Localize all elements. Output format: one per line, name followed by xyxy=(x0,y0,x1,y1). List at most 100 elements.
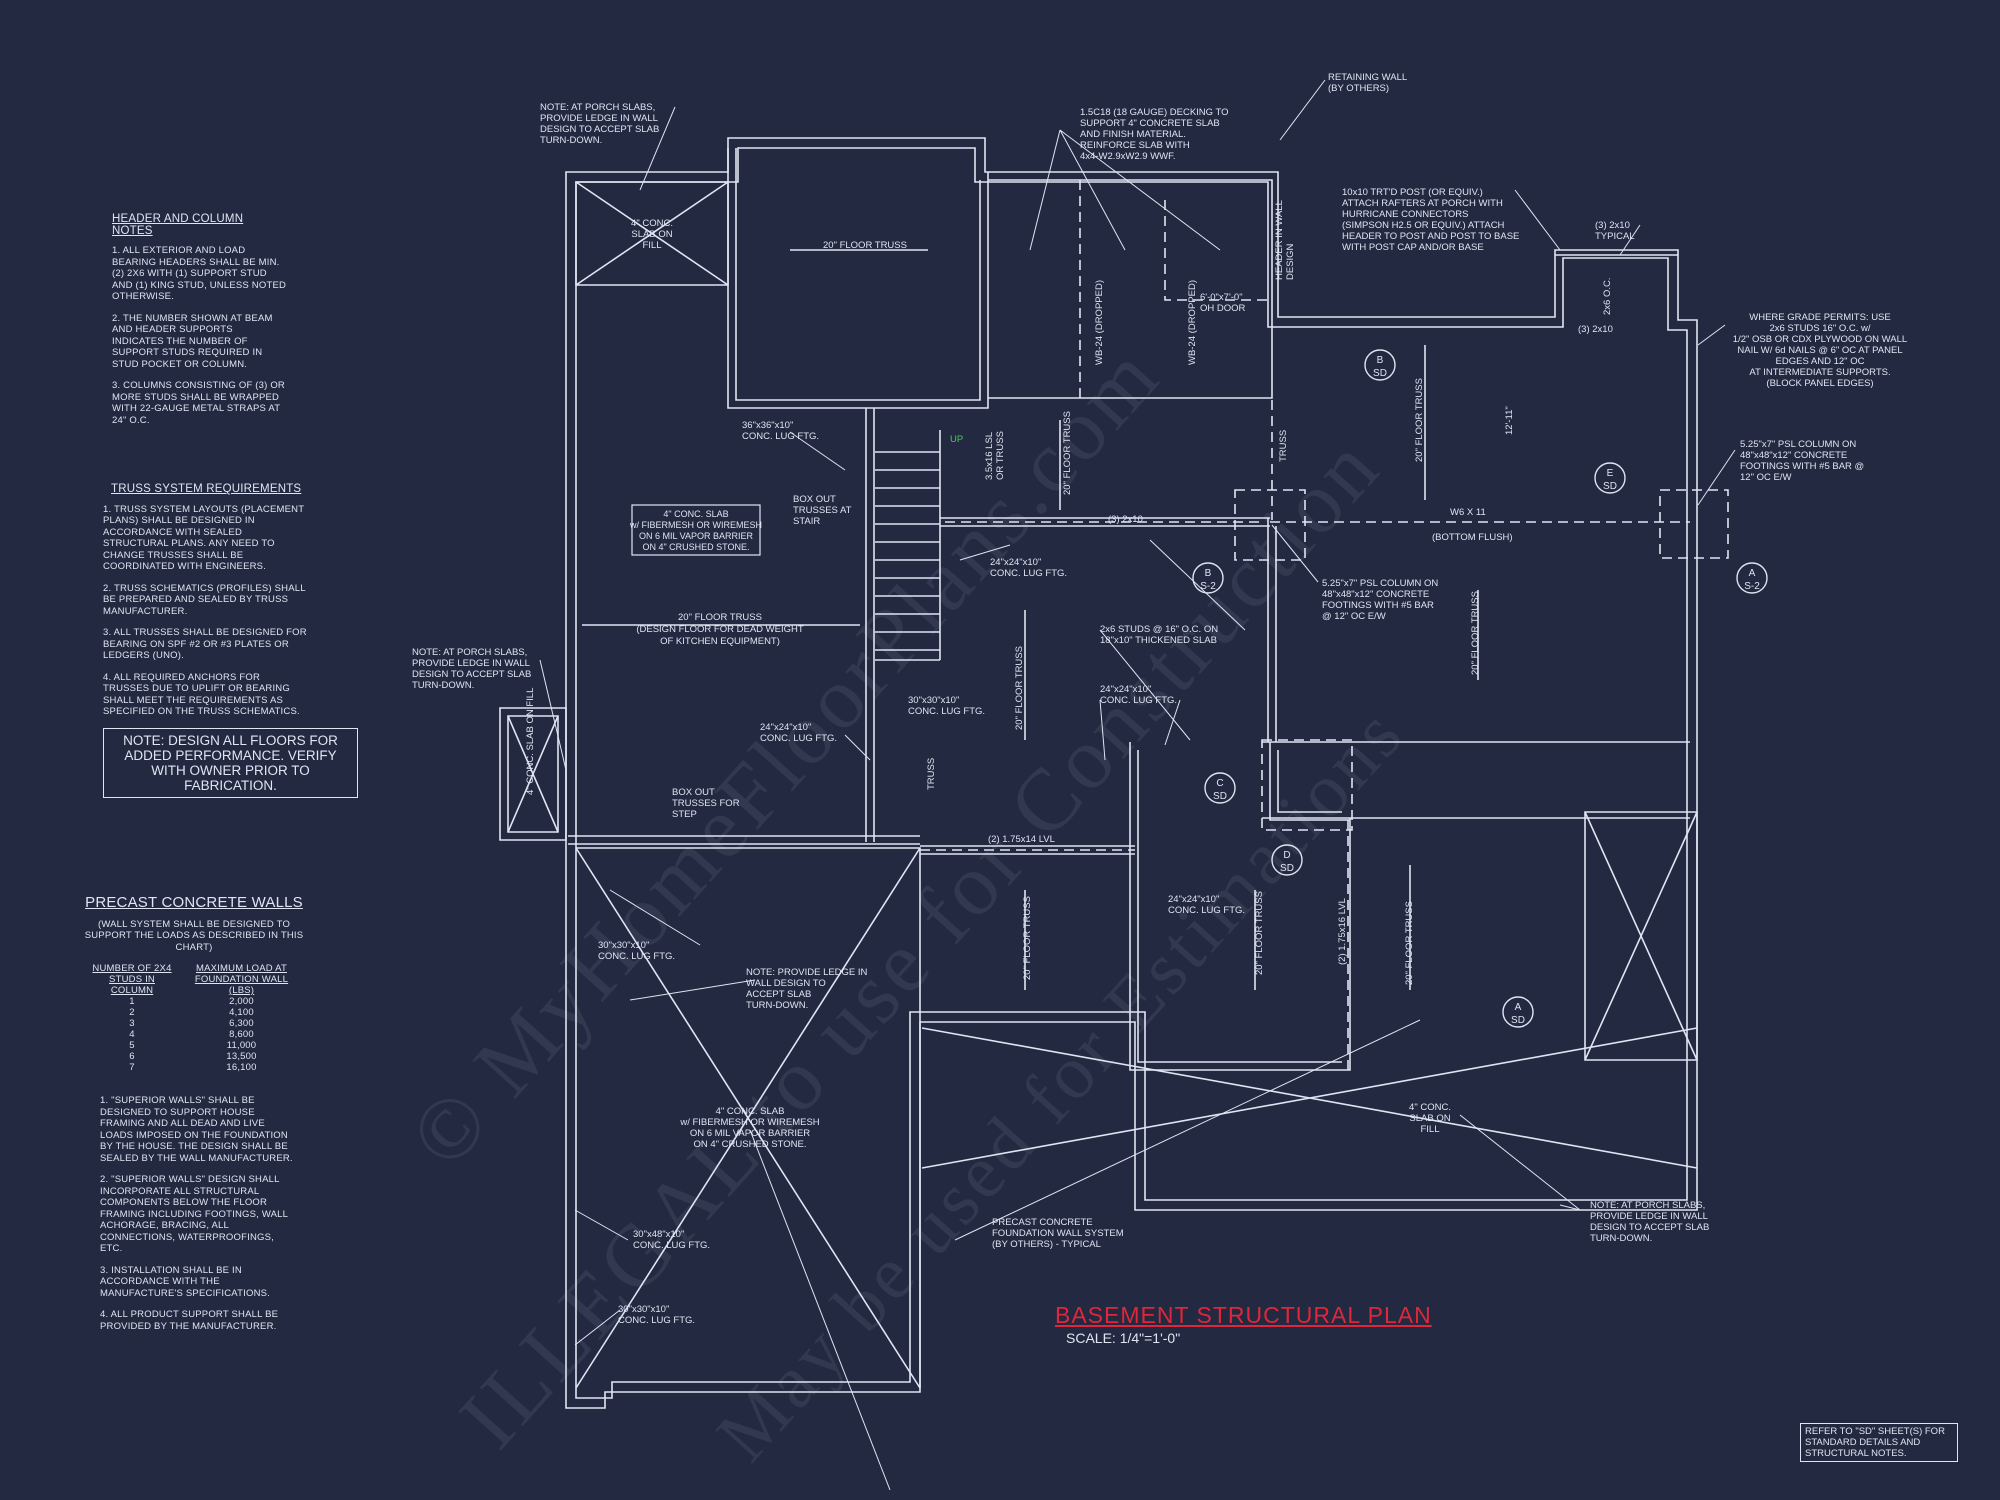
foundation-wall-outer xyxy=(565,137,1698,1409)
stud-count: 3 xyxy=(129,1018,135,1029)
load-col2-header: MAXIMUM LOAD AT FOUNDATION WALL (LBS) xyxy=(194,963,289,996)
load-row: 6 13,500 xyxy=(86,1051,305,1062)
w6-beam-label: W6 X 11 xyxy=(1450,507,1486,518)
wall-baths xyxy=(1262,741,1690,819)
lvl-16-label: (2) 1.75x16 LVL xyxy=(1337,898,1348,965)
header-note-1: 1. ALL EXTERIOR AND LOAD BEARING HEADERS… xyxy=(112,245,287,302)
precast-title: PRECAST CONCRETE WALLS xyxy=(85,894,303,911)
section-a2-sheet: S-2 xyxy=(1744,581,1760,592)
max-load: 16,100 xyxy=(226,1062,257,1073)
truss-note-4: 4. ALL REQUIRED ANCHORS FOR TRUSSES DUE … xyxy=(103,671,300,718)
porch-bottom xyxy=(921,1027,1698,1169)
design-floors-note: NOTE: DESIGN ALL FLOORS FOR ADDED PERFOR… xyxy=(103,728,358,798)
up-arrow-label: UP xyxy=(950,434,963,445)
floor-truss-v2: 20" FLOOR TRUSS xyxy=(1014,646,1025,730)
wall-mid xyxy=(568,835,920,845)
section-marker-c-sd xyxy=(1204,772,1236,804)
truss-label-b: TRUSS xyxy=(926,758,937,790)
porch-lower xyxy=(575,847,921,1389)
truss-note-1: 1. TRUSS SYSTEM LAYOUTS (PLACEMENT PLANS… xyxy=(103,503,305,573)
wall-lower xyxy=(920,845,1135,855)
section-marker-b-sd xyxy=(1364,349,1396,381)
header-column-notes-title: HEADER AND COLUMN NOTES xyxy=(112,213,244,237)
wall-core xyxy=(1129,742,1351,1071)
floor-truss-v7: 20" FLOOR TRUSS xyxy=(1404,901,1415,985)
foundation-wall-inner xyxy=(575,147,1688,1399)
wall-corridor xyxy=(940,517,1270,527)
footing-pad-3 xyxy=(1261,739,1353,831)
section-b2-sheet: S-2 xyxy=(1200,581,1216,592)
wall-garage-box xyxy=(727,148,989,409)
footing-30-c: 30"x30"x10"CONC. LUG FTG. xyxy=(618,1304,695,1326)
stair-treads xyxy=(875,430,941,661)
footing-30-b: 30"x30"x10"CONC. LUG FTG. xyxy=(598,940,675,962)
header-note-2: 2. THE NUMBER SHOWN AT BEAM AND HEADER S… xyxy=(112,312,273,370)
wb-dropped-b: WB-24 (DROPPED) xyxy=(1187,280,1198,365)
header-in-wall-label: HEADER IN WALLDESIGN xyxy=(1274,200,1296,280)
truss-system-requirements: TRUSS SYSTEM REQUIREMENTS 1. TRUSS SYSTE… xyxy=(103,483,308,728)
max-load: 13,500 xyxy=(226,1051,257,1062)
wb-dropped-a: WB-24 (DROPPED) xyxy=(1094,280,1105,365)
section-e-letter: E xyxy=(1607,468,1614,479)
lvl-14-label: (2) 1.75x14 LVL xyxy=(988,834,1055,845)
load-row: 3 6,300 xyxy=(86,1018,305,1029)
slab-fill-left-label: 4" CONC. SLAB ON FILL xyxy=(525,688,536,795)
floor-truss-v3: 20" FLOOR TRUSS xyxy=(1414,378,1425,462)
reference-note-box: REFER TO "SD" SHEET(S) FOR STANDARD DETA… xyxy=(1800,1423,1958,1462)
precast-load-table: NUMBER OF 2x4 STUDS IN COLUMN MAXIMUM LOA… xyxy=(86,963,305,1073)
stud-count: 6 xyxy=(129,1051,135,1062)
truss-note-3: 3. ALL TRUSSES SHALL BE DESIGNED FOR BEA… xyxy=(103,627,307,661)
section-marker-e-sd xyxy=(1594,462,1626,494)
section-d-sheet: SD xyxy=(1280,863,1294,874)
footing-pad-2 xyxy=(1659,489,1729,559)
dbl-2x6-label: 2x6 O.C. xyxy=(1602,278,1613,316)
footing-36: 36"x36"x10"CONC. LUG FTG. xyxy=(742,420,819,442)
max-load: 2,000 xyxy=(229,996,254,1007)
plan-title: BASEMENT STRUCTURAL PLAN xyxy=(1055,1302,1432,1328)
wall-vert-right xyxy=(1267,518,1277,742)
header-dropped xyxy=(1079,180,1268,398)
floor-truss-top: 20" FLOOR TRUSS xyxy=(823,240,907,251)
porch-post-note: 10x10 TRT'D POST (OR EQUIV.)ATTACH RAFTE… xyxy=(1342,187,1519,253)
slab-fill-left xyxy=(507,715,559,833)
footing-30-a: 30"x30"x10"CONC. LUG FTG. xyxy=(908,695,985,717)
section-marker-d-sd xyxy=(1271,844,1303,876)
floor-truss-v1: 20" FLOOR TRUSS xyxy=(1062,411,1073,495)
lsl-label: 3.5x16 LSLOR TRUSS xyxy=(984,431,1006,480)
truss-requirements-title: TRUSS SYSTEM REQUIREMENTS xyxy=(111,483,302,495)
section-a2-letter: A xyxy=(1749,568,1756,579)
footing-24-c: 24"x24"x10"CONC. LUG FTG. xyxy=(1100,684,1177,706)
precast-note-3: 3. INSTALLATION SHALL BE IN ACCORDANCE W… xyxy=(100,1264,271,1299)
load-col1-header: NUMBER OF 2x4 STUDS IN COLUMN xyxy=(92,963,172,996)
wall-garage-inner xyxy=(735,148,981,401)
porch-note-right: NOTE: AT PORCH SLABS,PROVIDE LEDGE IN WA… xyxy=(1590,1200,1709,1244)
section-d-letter: D xyxy=(1283,850,1290,861)
max-load: 6,300 xyxy=(229,1018,254,1029)
footing-24-b: 24"x24"x10"CONC. LUG FTG. xyxy=(760,722,837,744)
header-column-notes: HEADER AND COLUMN NOTES 1. ALL EXTERIOR … xyxy=(112,213,287,436)
section-a-sheet: SD xyxy=(1511,1015,1525,1026)
section-e-sheet: SD xyxy=(1603,481,1617,492)
two-2x10-label: (3) 2x10 xyxy=(1108,514,1143,525)
slab-note-box xyxy=(631,504,761,556)
section-b-sheet: SD xyxy=(1373,368,1387,379)
section-b2-letter: B xyxy=(1205,568,1212,579)
section-c-letter: C xyxy=(1216,778,1223,789)
max-load: 11,000 xyxy=(226,1040,257,1051)
wall-center-box xyxy=(988,179,1273,399)
leaders xyxy=(539,79,1736,1491)
